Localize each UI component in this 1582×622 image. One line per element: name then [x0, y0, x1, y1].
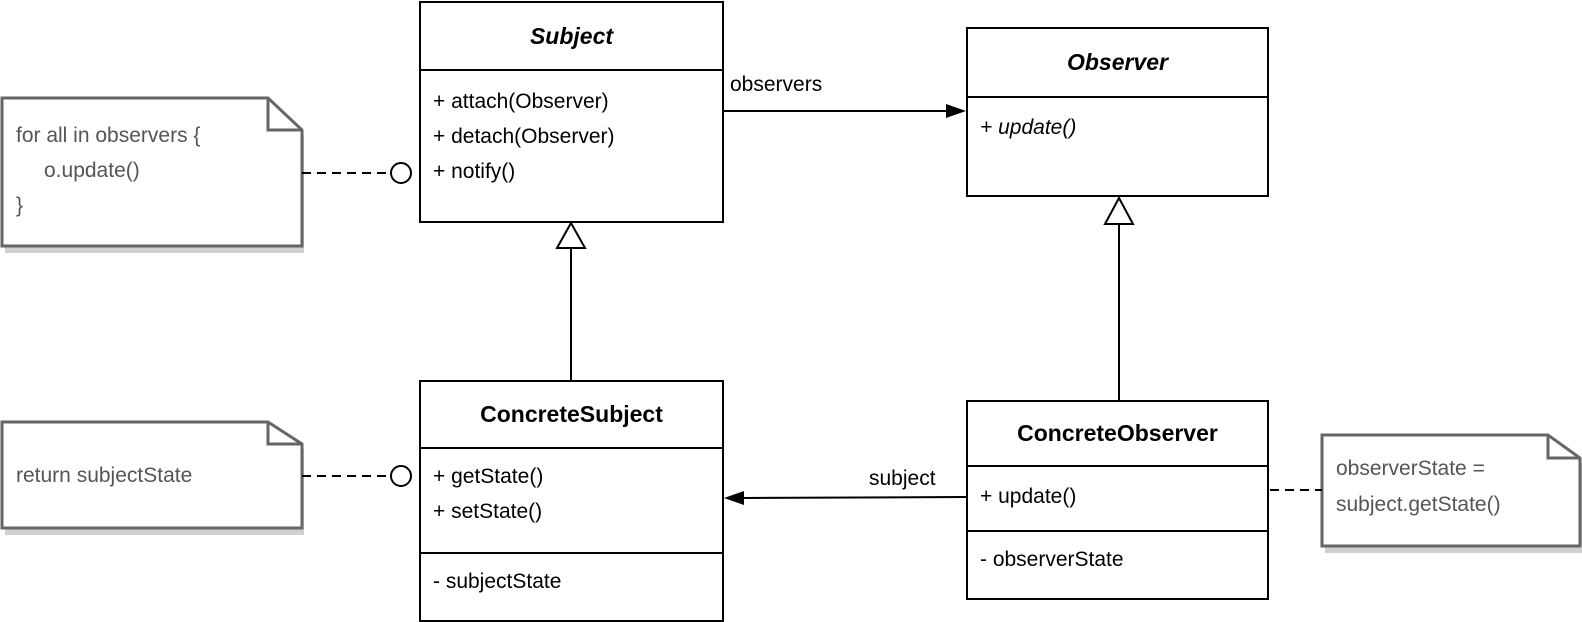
- note-notify-line-2: o.update(): [16, 153, 140, 188]
- operation-setstate: + setState(): [433, 500, 543, 523]
- note-getstate-shape: [0, 420, 304, 535]
- association-subject-line: [741, 496, 967, 499]
- note-notify-line-1: for all in observers {: [16, 124, 201, 147]
- class-concrete-observer-name: ConcreteObserver: [968, 402, 1267, 467]
- association-observers-arrowhead: [946, 104, 966, 118]
- class-subject-operations: + attach(Observer) + detach(Observer) + …: [421, 71, 722, 189]
- note-notify-line-2-text: o.update(): [44, 159, 140, 182]
- note-update-shape: [1320, 433, 1582, 553]
- operation-attach: + attach(Observer): [433, 90, 609, 113]
- note-update[interactable]: observerState = subject.getState(): [1322, 435, 1580, 546]
- note-notify-shape: [0, 96, 304, 253]
- attribute-observerstate: - observerState: [980, 548, 1124, 571]
- class-subject-name: Subject: [421, 3, 722, 71]
- operation-detach: + detach(Observer): [433, 125, 615, 148]
- class-concrete-subject-name: ConcreteSubject: [421, 382, 722, 449]
- class-concrete-subject[interactable]: ConcreteSubject + getState() + setState(…: [419, 380, 724, 622]
- note-anchor-circle-getstate: [390, 465, 412, 487]
- operation-update-abstract: + update(): [980, 116, 1077, 139]
- note-anchor-circle-notify: [390, 162, 412, 184]
- attribute-subjectstate: - subjectState: [433, 570, 562, 593]
- class-concrete-subject-attributes: - subjectState: [421, 552, 722, 599]
- note-getstate-line-1: return subjectState: [16, 464, 193, 487]
- note-notify[interactable]: for all in observers { o.update() }: [2, 98, 302, 246]
- association-subject-arrowhead: [724, 491, 744, 505]
- operation-update: + update(): [980, 485, 1077, 508]
- class-concrete-observer-operations: + update(): [968, 467, 1267, 530]
- generalization-subject-triangle: [555, 220, 587, 249]
- note-update-line-2: subject.getState(): [1336, 493, 1501, 516]
- note-getstate[interactable]: return subjectState: [2, 422, 302, 528]
- generalization-observer-triangle: [1103, 195, 1135, 225]
- class-concrete-subject-operations: + getState() + setState(): [421, 449, 722, 552]
- class-concrete-observer[interactable]: ConcreteObserver + update() - observerSt…: [966, 400, 1269, 600]
- note-notify-line-3: }: [16, 194, 24, 217]
- operation-getstate: + getState(): [433, 465, 544, 488]
- association-subject-label: subject: [869, 467, 936, 490]
- class-observer[interactable]: Observer + update(): [966, 27, 1269, 197]
- class-observer-name: Observer: [968, 29, 1267, 98]
- note-update-line-1: observerState =: [1336, 457, 1485, 480]
- association-observers-label: observers: [730, 73, 823, 96]
- class-subject[interactable]: Subject + attach(Observer) + detach(Obse…: [419, 1, 724, 223]
- operation-notify: + notify(): [433, 160, 516, 183]
- class-concrete-observer-attributes: - observerState: [968, 530, 1267, 577]
- class-observer-operations: + update(): [968, 98, 1267, 145]
